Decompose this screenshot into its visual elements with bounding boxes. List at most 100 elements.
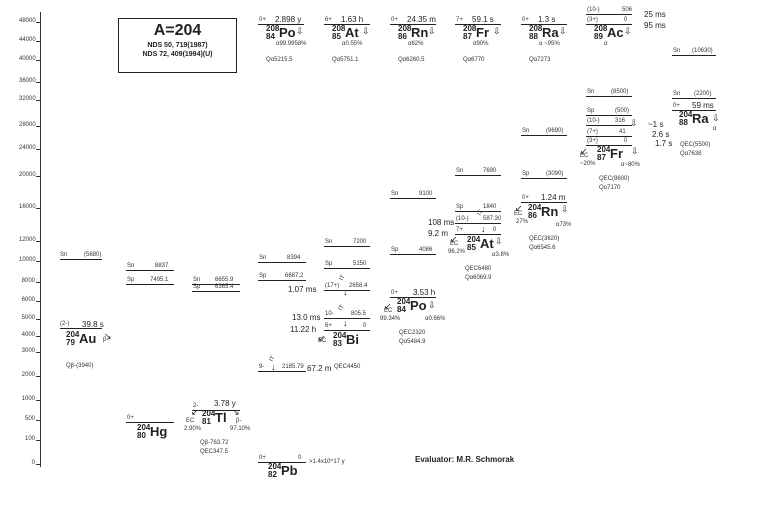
parent-element: Fr — [476, 25, 489, 40]
tl-ec-percent: 2.90% — [184, 426, 202, 432]
pb-sp-label: Sp — [259, 273, 267, 279]
tl-sp-value: 6365.4 — [215, 284, 234, 290]
pb-mass-number: 204 — [268, 462, 282, 471]
parent-alpha-branch: α62% — [408, 41, 424, 47]
y-tick-label: 500 — [24, 416, 35, 422]
at-element: At — [480, 236, 494, 251]
bi-sn-label: Sn — [325, 239, 333, 245]
fr-isomer-1-energy: 316 — [615, 118, 626, 124]
au-ground-level — [60, 328, 102, 329]
y-tick-mark — [36, 319, 41, 320]
bi-ec-label: EC — [318, 338, 327, 344]
pb2-it-label: IT — [338, 274, 347, 282]
tl-sp-label: Sp — [193, 284, 201, 290]
at-sp-value: 1840 — [483, 204, 497, 210]
tl-sn-level — [192, 284, 240, 285]
y-tick-mark — [36, 126, 41, 127]
po-ec-label: EC — [384, 308, 393, 314]
at-sp-label: Sp — [456, 204, 464, 210]
hg-sp-value: 7495.1 — [150, 277, 169, 283]
pb-isomer-halflife: 67.2 m — [307, 364, 332, 373]
hg-sn-label: Sn — [127, 263, 135, 269]
tl-beta-arrow-icon: ↘ — [232, 407, 240, 417]
tl-q-ec: QEC347.5 — [200, 449, 229, 455]
parent-spin: 6+ — [325, 17, 332, 23]
y-tick-mark — [36, 241, 41, 242]
fr-element: Fr — [610, 146, 623, 161]
po-ec-percent: 99.34% — [380, 316, 401, 322]
bi-sn-value: 7200 — [353, 239, 367, 245]
y-tick-label: 36000 — [19, 78, 36, 84]
bi-spin: 6+ — [325, 323, 332, 329]
pb-sn-value: 8394 — [287, 255, 301, 261]
ra-element: Ra — [692, 111, 709, 126]
hg-element: Hg — [150, 424, 168, 439]
parent-halflife: 59.1 s — [472, 15, 494, 24]
tl-ec-arrow-icon: ↙ — [191, 407, 199, 417]
pb2-isomer-level — [324, 290, 370, 291]
pb-sn-level — [258, 262, 306, 263]
pb-sp-value: 6687.2 — [285, 273, 304, 279]
ra-q-ec: QEC(5500) — [680, 142, 711, 148]
rn-halflife: 1.24 m — [541, 193, 566, 202]
alpha-arrow-icon: ⇩ — [493, 26, 501, 36]
parent-level — [390, 24, 436, 25]
fr-sn-value: (8500) — [611, 89, 629, 95]
ra-halflife: 59 ms — [692, 101, 714, 110]
tl-beta-percent: 97.10% — [230, 426, 251, 432]
pb-zero: 0 — [298, 455, 302, 461]
fr-spin: (3+) — [587, 138, 598, 144]
bi-sp-label: Sp — [325, 261, 333, 267]
title-box: A=204 NDS 50, 719(1987) NDS 72, 409(1994… — [118, 18, 237, 73]
po-sn-value: 9100 — [419, 191, 433, 197]
bi-sn-level — [324, 246, 370, 247]
parent-mass-number: 208 — [332, 24, 346, 33]
parent-spin: 0+ — [391, 17, 398, 23]
evaluator-label: Evaluator: M.R. Schmorak — [415, 455, 515, 464]
y-tick-mark — [36, 261, 41, 262]
at-sp-level — [455, 211, 501, 212]
at-isomer-halflife: 108 ms — [428, 218, 455, 227]
bi-isomer-spin: 10- — [325, 311, 334, 317]
y-tick-label: 12000 — [19, 237, 36, 243]
at-q-alpha: Qα6069.9 — [465, 275, 492, 281]
at-q-ec: QEC6480 — [465, 266, 492, 272]
po-sp-value: 4086 — [419, 247, 433, 253]
at-zero: 0 — [493, 227, 497, 233]
pb-isomer-q: QEC4450 — [334, 364, 361, 370]
parent-mass-number: 208 — [529, 24, 543, 33]
po-q-alpha: Qα5484.9 — [399, 339, 426, 345]
ac-sn-value: (10630) — [692, 48, 713, 54]
parent-element: At — [345, 25, 359, 40]
po-spin: 0+ — [391, 290, 398, 296]
fr-isomer-2-spin: (7+) — [587, 129, 598, 135]
bi-it-label: IT — [337, 304, 346, 312]
rn-sn-value: (9690) — [546, 128, 564, 134]
at-sn-label: Sn — [456, 168, 464, 174]
y-tick-mark — [36, 22, 41, 23]
bi-isomer-level — [324, 318, 370, 319]
rn-atomic-number: 86 — [528, 211, 537, 220]
fr-isomer-1-halflife: ~1 s — [648, 120, 664, 129]
parent-level — [586, 24, 632, 25]
po-element: Po — [410, 298, 427, 313]
tl-halflife: 3.78 y — [214, 399, 236, 408]
hg-sn-value: 8837 — [155, 263, 169, 269]
hg-sn-level — [126, 270, 174, 271]
parent-spin: 0+ — [522, 17, 529, 23]
parent-q-alpha: Qα5751.1 — [332, 57, 359, 63]
bi-halflife: 11.22 h — [290, 325, 317, 334]
rn-ec-arrow-icon: ↙ — [515, 203, 523, 213]
y-tick-mark — [36, 420, 41, 421]
parent-level — [521, 24, 567, 25]
parent-isomer-spin: (10-) — [587, 7, 600, 13]
tl-ec-label: EC — [186, 418, 195, 424]
hg-atomic-number: 80 — [137, 431, 146, 440]
pb-atomic-number: 82 — [268, 470, 277, 479]
at-isomer-spin: (10-) — [456, 216, 469, 222]
y-tick-label: 1000 — [21, 396, 35, 402]
parent-alpha-branch: α — [604, 41, 608, 47]
mass-title: A=204 — [153, 22, 202, 39]
y-tick-label: 48000 — [19, 18, 36, 24]
alpha-arrow-icon: ⇩ — [559, 26, 567, 36]
